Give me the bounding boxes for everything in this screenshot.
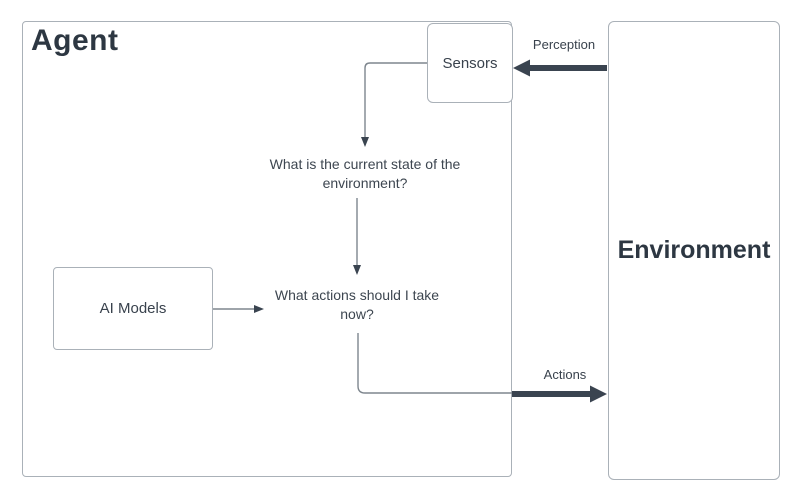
question-actions-text: What actions should I take now? bbox=[274, 287, 440, 322]
sensors-box: Sensors bbox=[427, 23, 513, 103]
ai-models-label: AI Models bbox=[99, 300, 167, 317]
question-current-state-text: What is the current state of the environ… bbox=[269, 156, 461, 191]
actions-arrow-label: Actions bbox=[543, 367, 587, 382]
sensors-label: Sensors bbox=[442, 54, 498, 72]
environment-title: Environment bbox=[617, 236, 771, 264]
actions-arrow bbox=[512, 385, 607, 403]
perception-arrow bbox=[513, 59, 607, 77]
ai-models-box: AI Models bbox=[53, 267, 213, 350]
perception-arrow-label: Perception bbox=[532, 37, 596, 52]
agent-container-box: Agent bbox=[22, 21, 512, 477]
agent-title: Agent bbox=[31, 24, 119, 57]
environment-box: Environment bbox=[608, 21, 780, 480]
